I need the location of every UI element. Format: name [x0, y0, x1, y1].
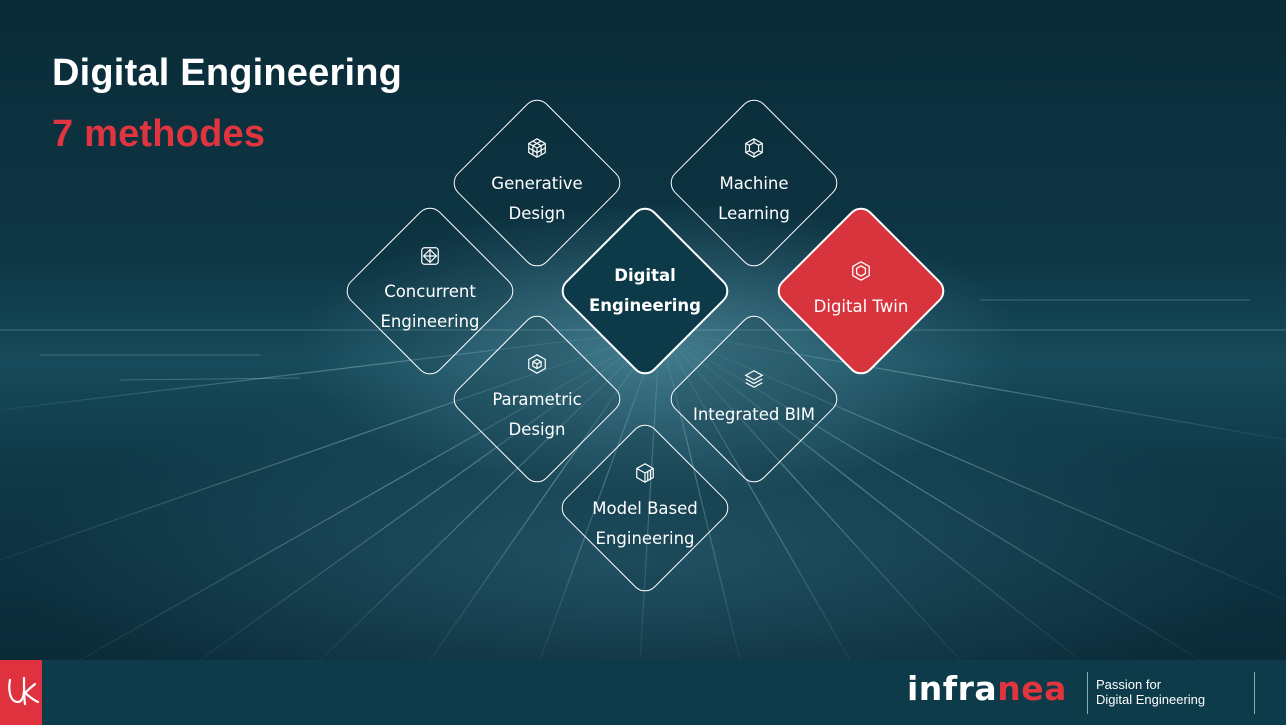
- divider: [1087, 672, 1088, 714]
- method-label: Integrated BIM: [692, 405, 816, 424]
- method-parametric-design[interactable]: Parametric Design: [447, 309, 627, 489]
- tagline-line1: Passion for: [1096, 677, 1162, 692]
- method-model-based-engineering[interactable]: Model Based Engineering: [555, 418, 735, 598]
- method-label: Digital Twin: [813, 297, 909, 316]
- method-label: Machine Learning: [718, 174, 790, 223]
- tagline: Passion for Digital Engineering: [1096, 677, 1205, 707]
- double-hexagon-icon: [852, 261, 870, 281]
- divider: [1254, 672, 1255, 714]
- layered-hexagon-icon: [745, 138, 763, 158]
- uk-logo: [0, 660, 42, 725]
- tagline-line2: Digital Engineering: [1096, 692, 1206, 707]
- rotating-frame-icon: [421, 247, 439, 265]
- method-generative-design[interactable]: Generative Design: [447, 93, 627, 273]
- method-digital-twin[interactable]: Digital Twin: [771, 201, 951, 381]
- slide-subtitle: 7 methodes: [52, 113, 266, 155]
- method-integrated-bim[interactable]: Integrated BIM: [664, 309, 844, 489]
- slide-title: Digital Engineering: [52, 52, 403, 94]
- center-label: Digital Engineering: [589, 266, 701, 315]
- method-label: Model Based Engineering: [592, 499, 698, 548]
- isometric-box-icon: [636, 463, 654, 483]
- center-digital-engineering[interactable]: Digital Engineering: [555, 201, 735, 381]
- footer-bar: infranea Passion for Digital Engineering: [0, 660, 1286, 725]
- cube-grid-icon: [528, 138, 546, 158]
- method-label: Concurrent Engineering: [380, 282, 480, 331]
- method-label: Parametric Design: [492, 390, 582, 439]
- method-label: Generative Design: [491, 174, 583, 223]
- infranea-logo: infranea: [907, 669, 1067, 708]
- stacked-layers-icon: [744, 370, 764, 388]
- method-concurrent-engineering[interactable]: Concurrent Engineering: [340, 201, 520, 381]
- method-machine-learning[interactable]: Machine Learning: [664, 93, 844, 273]
- wireframe-cube-icon: [528, 354, 546, 374]
- brand-part1: infra: [907, 669, 998, 708]
- brand-part2: nea: [997, 669, 1067, 708]
